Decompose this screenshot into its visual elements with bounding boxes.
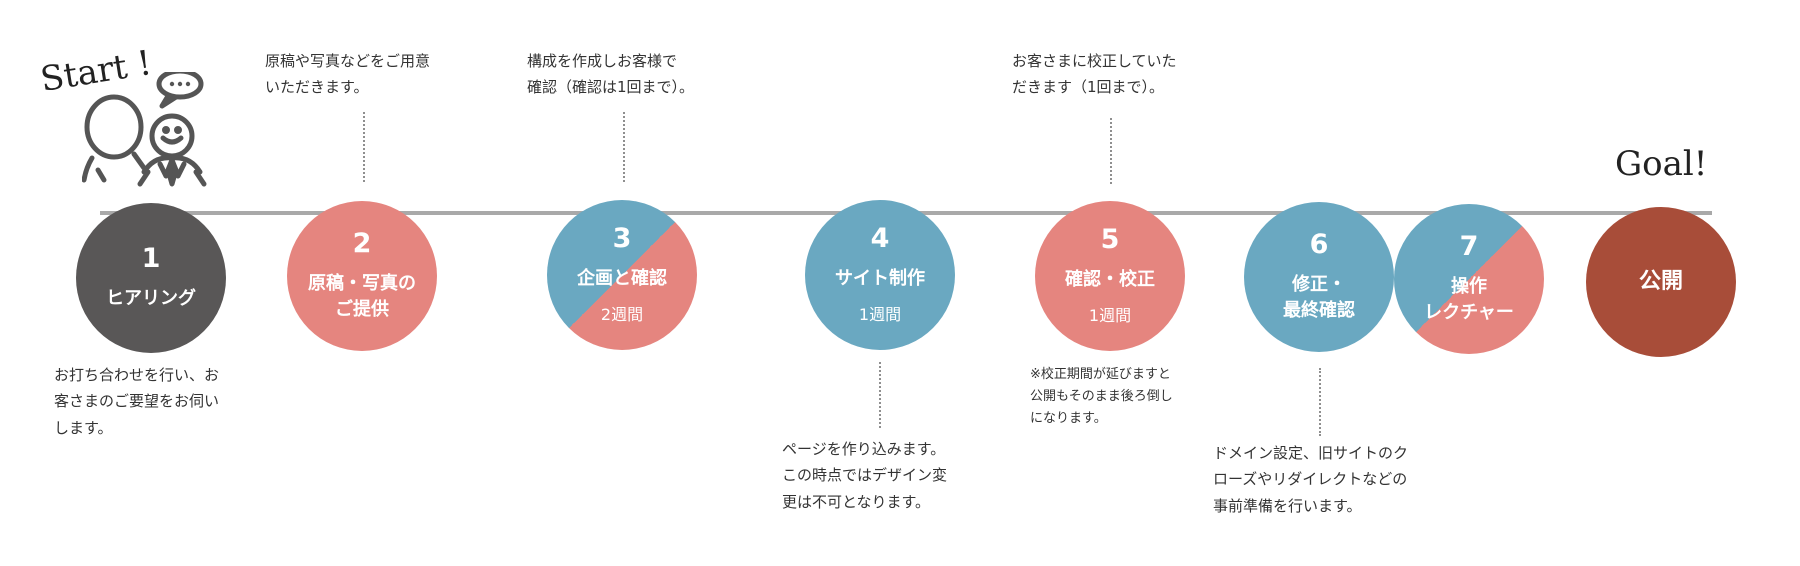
- step-title: 確認・校正: [1065, 268, 1155, 290]
- step-2-circle: 2 原稿・写真の ご提供: [287, 201, 437, 351]
- step-duration: 2週間: [600, 305, 644, 325]
- note-step-3: 構成を作成しお客様で 確認（確認は1回まで）。: [527, 52, 695, 97]
- connector-step-5: [1110, 118, 1112, 184]
- step-title: 修正・ 最終確認: [1283, 274, 1355, 321]
- connector-step-3: [623, 112, 625, 182]
- step-6-circle: 6 修正・ 最終確認: [1244, 202, 1394, 352]
- note-step-6: ドメイン設定、旧サイトのク ローズやリダイレクトなどの 事前準備を行います。: [1213, 444, 1409, 515]
- step-5-circle: 5 確認・校正 1週間: [1035, 201, 1185, 351]
- step-7-circle: 7 操作 レクチャー: [1394, 204, 1544, 354]
- step-number: 3: [612, 222, 632, 254]
- step-title: 操作 レクチャー: [1424, 276, 1514, 323]
- connector-step-2: [363, 112, 365, 182]
- step-number: 1: [141, 242, 161, 274]
- step-duration: 1週間: [1088, 306, 1132, 326]
- note-step-4: ページを作り込みます。 この時点ではデザイン変 更は不可となります。: [782, 440, 948, 511]
- step-number: 7: [1459, 231, 1479, 263]
- publish-title: 公開: [1638, 268, 1683, 294]
- step-title: ヒアリング: [106, 287, 196, 309]
- connector-step-6: [1319, 368, 1321, 436]
- note-step-2: 原稿や写真などをご用意 いただきます。: [265, 52, 431, 97]
- step-number: 4: [870, 222, 890, 254]
- step-4-circle: 4 サイト制作 1週間: [805, 200, 955, 350]
- step-number: 2: [352, 228, 372, 260]
- step-3-circle: 3 企画と確認 2週間: [547, 200, 697, 350]
- publish-circle: 公開: [1586, 207, 1736, 357]
- people-chat-icon: [82, 72, 207, 187]
- note-step-5-top: お客さまに校正していた だきます（1回まで）。: [1012, 52, 1177, 97]
- step-number: 5: [1100, 223, 1120, 255]
- note-step-1: お打ち合わせを行い、お 客さまのご要望をお伺い します。: [54, 366, 220, 437]
- goal-label: Goal!: [1615, 144, 1708, 184]
- note-step-5-bottom: ※校正期間が延びますと 公開もそのまま後ろ倒し になります。: [1030, 367, 1173, 427]
- step-number: 6: [1309, 229, 1329, 261]
- connector-step-4: [879, 362, 881, 428]
- step-title: 原稿・写真の ご提供: [308, 273, 416, 320]
- step-title: 企画と確認: [577, 267, 667, 289]
- step-1-circle: 1 ヒアリング: [76, 203, 226, 353]
- step-title: サイト制作: [835, 267, 925, 289]
- step-duration: 1週間: [858, 305, 902, 325]
